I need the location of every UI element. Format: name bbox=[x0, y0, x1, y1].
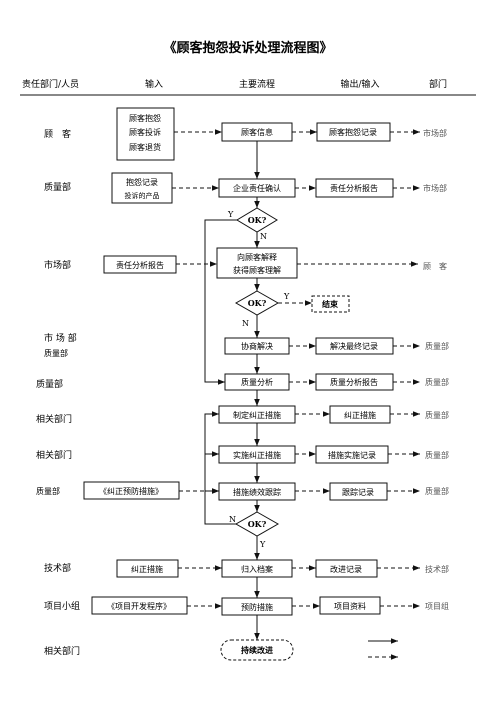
process-quality-analysis-label: 质量分析 bbox=[241, 377, 273, 387]
row10-dept: 项目组 bbox=[425, 601, 449, 611]
input-responsibility-report-label: 责任分析报告 bbox=[116, 260, 164, 270]
row8-dept: 质量部 bbox=[425, 486, 449, 496]
row2-left-label: 质量部 bbox=[44, 181, 71, 193]
row1-left-label: 顾 客 bbox=[44, 128, 71, 140]
decision-2-label: OK? bbox=[248, 298, 267, 308]
header-output-input: 输出/输入 bbox=[340, 78, 379, 90]
decision-3-yes: Y bbox=[259, 540, 266, 549]
input-complaint-line-1: 顾客抱怨 bbox=[129, 113, 161, 123]
decision-2-no: N bbox=[242, 319, 249, 328]
input-complaint-line-3: 顾客退货 bbox=[129, 142, 161, 152]
row5-dept: 质量部 bbox=[425, 377, 449, 387]
process-explain-line-2: 获得顾客理解 bbox=[233, 265, 281, 275]
row3-dept: 顾 客 bbox=[423, 261, 447, 271]
row8-left-label: 质量部 bbox=[36, 486, 60, 496]
output-quality-report-label: 质量分析报告 bbox=[330, 377, 378, 387]
input-corrective-measures-label: 纠正措施 bbox=[131, 564, 163, 574]
row11-left-label: 相关部门 bbox=[44, 645, 80, 657]
decision-3-label: OK? bbox=[248, 519, 267, 529]
process-preventive-measures-label: 预防措施 bbox=[241, 602, 273, 612]
input-complaint-records-line-2: 投诉的产品 bbox=[125, 191, 160, 200]
decision-3-no: N bbox=[229, 515, 236, 524]
row6-left-label: 相关部门 bbox=[36, 413, 72, 425]
row3-left-label: 市场部 bbox=[44, 259, 71, 271]
process-negotiate-label: 协商解决 bbox=[241, 341, 273, 351]
decision-1-no: N bbox=[260, 232, 267, 241]
header-main-flow: 主要流程 bbox=[239, 78, 275, 90]
end-box-label: 结束 bbox=[322, 299, 339, 309]
input-complaint-records-line-1: 抱怨记录 bbox=[126, 177, 158, 187]
row7-left-label: 相关部门 bbox=[36, 449, 72, 461]
decision-1-yes: Y bbox=[227, 210, 234, 219]
header-dept-person: 责任部门/人员 bbox=[22, 78, 79, 90]
end-box bbox=[311, 295, 350, 313]
terminal-continuous-improvement-label: 持续改进 bbox=[241, 645, 273, 655]
row4-left-label-1: 市 场 部 bbox=[44, 332, 77, 344]
row5-left-label: 质量部 bbox=[36, 378, 63, 390]
input-corrective-preventive-doc-label: 《纠正预防措施》 bbox=[99, 486, 163, 496]
row9-dept: 技术部 bbox=[425, 564, 449, 574]
process-customer-info-label: 顾客信息 bbox=[241, 127, 273, 137]
input-complaint-line-2: 顾客投诉 bbox=[129, 127, 161, 137]
process-archive-label: 归入档案 bbox=[241, 564, 273, 574]
input-box-complaint-records bbox=[111, 172, 173, 204]
row7-dept: 质量部 bbox=[425, 450, 449, 460]
row4-left-label-2: 质量部 bbox=[44, 348, 68, 358]
input-box-complaints bbox=[116, 107, 175, 161]
loop-d1-to-quality-analysis bbox=[204, 219, 237, 385]
output-responsibility-report-label: 责任分析报告 bbox=[330, 183, 378, 193]
output-final-record-label: 解决最终记录 bbox=[330, 341, 378, 351]
row1-dept: 市场部 bbox=[423, 128, 447, 138]
process-define-corrective-label: 制定纠正措施 bbox=[233, 410, 281, 420]
row10-left-label: 项目小组 bbox=[44, 600, 80, 612]
output-implementation-record-label: 措施实施记录 bbox=[328, 450, 376, 460]
header-department: 部门 bbox=[429, 78, 447, 90]
process-explain-line-1: 向顾客解释 bbox=[237, 252, 277, 262]
decision-1-label: OK? bbox=[248, 215, 267, 225]
page-title: 《顾客抱怨投诉处理流程图》 bbox=[163, 40, 332, 56]
decision-2-yes: Y bbox=[283, 292, 290, 301]
output-tracking-record-label: 跟踪记录 bbox=[342, 487, 374, 497]
process-explain-customer bbox=[216, 247, 298, 279]
process-implement-corrective-label: 实施纠正措施 bbox=[233, 450, 281, 460]
output-improvement-record-label: 改进记录 bbox=[330, 564, 362, 574]
header-input: 输入 bbox=[145, 78, 163, 90]
row4-dept: 质量部 bbox=[425, 341, 449, 351]
loop-d3-to-define-corrective bbox=[204, 411, 236, 525]
output-corrective-measures-label: 纠正措施 bbox=[344, 410, 376, 420]
row6-dept: 质量部 bbox=[425, 410, 449, 420]
input-project-dev-procedure-label: 《项目开发程序》 bbox=[107, 601, 171, 611]
process-responsibility-confirm-label: 企业责任确认 bbox=[233, 183, 281, 193]
row9-left-label: 技术部 bbox=[44, 562, 71, 574]
output-complaint-record-label: 顾客抱怨记录 bbox=[329, 127, 377, 137]
row2-dept: 市场部 bbox=[423, 183, 447, 193]
process-performance-tracking-label: 措施绩效跟踪 bbox=[233, 487, 281, 497]
output-project-data-label: 项目资料 bbox=[334, 601, 366, 611]
